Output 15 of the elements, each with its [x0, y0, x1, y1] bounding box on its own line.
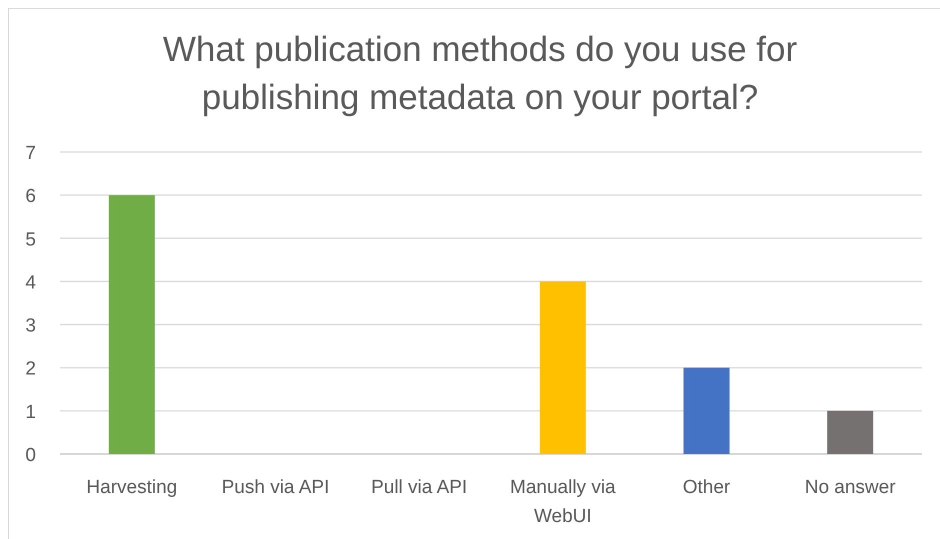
x-category-label: No answer	[804, 476, 897, 500]
x-category-label: Pull via API	[370, 476, 468, 500]
y-tick-label: 0	[25, 445, 36, 466]
y-tick-label: 5	[25, 229, 36, 250]
y-tick-label: 6	[25, 186, 36, 208]
x-category-label: Push via API	[220, 476, 330, 500]
x-category-label: Manually via WebUI	[509, 476, 617, 529]
y-tick-label: 7	[25, 143, 36, 164]
x-category-label: Harvesting	[85, 476, 178, 500]
chart-title: What publication methods do you use for publishing metadata on your portal?	[162, 29, 798, 119]
y-tick-label: 4	[25, 272, 36, 294]
y-tick-label: 1	[25, 402, 36, 423]
x-category-label: Other	[682, 476, 732, 500]
y-tick-label: 2	[25, 358, 36, 380]
y-tick-label: 3	[25, 316, 36, 337]
